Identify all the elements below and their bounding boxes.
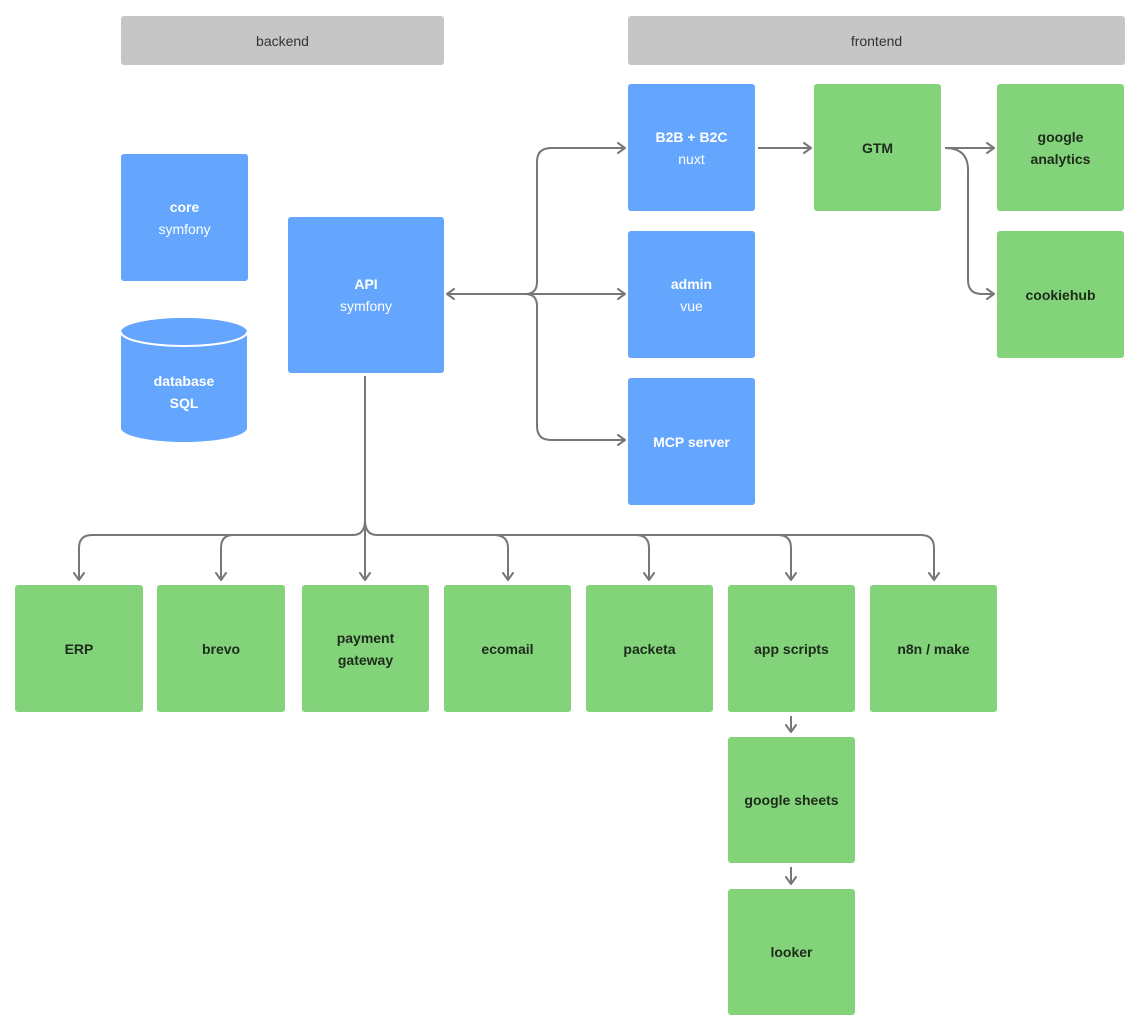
node-google-sheets-title: google sheets (744, 792, 839, 808)
arrow-packeta (635, 534, 655, 581)
frontend-header: frontend (628, 16, 1125, 65)
node-google-analytics-subtitle: analytics (1030, 150, 1091, 167)
arrow-gtm-cookiehub (944, 147, 995, 300)
arrow-bus (73, 534, 353, 581)
node-cookiehub-title: cookiehub (1025, 286, 1096, 303)
arrow-bus-left (352, 519, 366, 536)
arrow-api-b2b (524, 142, 626, 295)
arrow-ecomail (493, 534, 514, 581)
node-database-title: database (153, 373, 215, 389)
node-admin: admin vue (628, 231, 755, 358)
node-mcp-server-title: MCP server (653, 433, 730, 450)
node-n8n-make-title: n8n / make (897, 640, 970, 657)
node-erp: ERP (15, 585, 143, 712)
node-app-scripts-title: app scripts (754, 640, 829, 657)
node-google-analytics: google analytics (997, 84, 1124, 211)
frontend-header-label: frontend (850, 32, 903, 49)
node-core: core symfony (121, 154, 248, 281)
node-packeta: packeta (586, 585, 713, 712)
arrow-appscripts (777, 534, 797, 581)
node-gtm: GTM (814, 84, 941, 211)
node-payment-gateway: payment gateway (302, 585, 429, 712)
node-database-subtitle: SQL (169, 395, 199, 411)
node-google-analytics-title: google (1037, 128, 1084, 145)
arrow-bus-right (364, 519, 940, 581)
node-core-title: core (169, 198, 200, 215)
node-ecomail: ecomail (444, 585, 571, 712)
node-n8n-make: n8n / make (870, 585, 997, 712)
node-b2b-b2c-subtitle: nuxt (678, 150, 705, 167)
node-erp-title: ERP (64, 640, 94, 657)
node-admin-subtitle: vue (680, 297, 703, 314)
node-api-subtitle: symfony (339, 298, 393, 314)
node-gtm-title: GTM (861, 139, 894, 156)
arrow-api-mcp (524, 293, 626, 446)
node-mcp-server: MCP server (628, 378, 755, 505)
node-brevo-title: brevo (201, 640, 241, 657)
node-brevo: brevo (157, 585, 285, 712)
arrow-brevo (215, 534, 234, 581)
node-google-sheets: google sheets (728, 737, 855, 863)
backend-header: backend (121, 16, 444, 65)
node-app-scripts: app scripts (728, 585, 855, 712)
node-b2b-b2c-title: B2B + B2C (655, 128, 728, 145)
node-ecomail-title: ecomail (481, 640, 534, 657)
node-api-title: API (354, 276, 378, 292)
node-database-label: database SQL (121, 370, 247, 414)
node-b2b-b2c: B2B + B2C nuxt (628, 84, 755, 211)
node-database-cylinder (121, 318, 247, 442)
node-core-subtitle: symfony (158, 220, 211, 237)
node-payment-gateway-title: payment (336, 629, 395, 646)
node-packeta-title: packeta (623, 640, 676, 657)
node-api: API symfony (288, 217, 444, 373)
node-cookiehub: cookiehub (997, 231, 1124, 358)
node-looker-title: looker (770, 944, 813, 960)
node-looker: looker (728, 889, 855, 1015)
backend-header-label: backend (256, 32, 309, 49)
node-admin-title: admin (670, 275, 713, 292)
node-payment-gateway-subtitle: gateway (337, 651, 394, 668)
